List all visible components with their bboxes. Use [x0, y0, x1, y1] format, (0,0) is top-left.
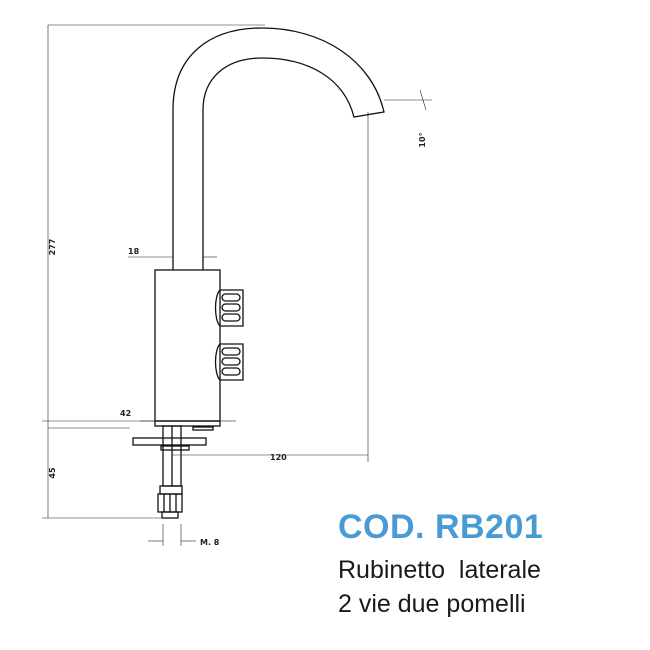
dim-spout-angle: 10°	[418, 132, 427, 147]
spout-outline	[172, 27, 385, 270]
dim-total-height: 277	[48, 239, 57, 256]
dim-thread: M. 8	[200, 538, 220, 547]
product-code: COD. RB201	[338, 508, 544, 546]
dim-body-width: 42	[120, 409, 131, 418]
upper-knob	[214, 289, 244, 327]
mounting-washer	[132, 437, 207, 446]
tap-body	[154, 269, 221, 422]
product-description-line1: Rubinetto laterale	[338, 556, 541, 584]
product-description-line2: 2 vie due pomelli	[338, 590, 526, 618]
dim-pipe-diameter: 18	[128, 247, 140, 256]
dim-reach: 120	[270, 453, 287, 462]
base-flange	[154, 420, 221, 427]
lower-knob	[214, 343, 244, 381]
dim-shank-length: 45	[48, 467, 57, 479]
